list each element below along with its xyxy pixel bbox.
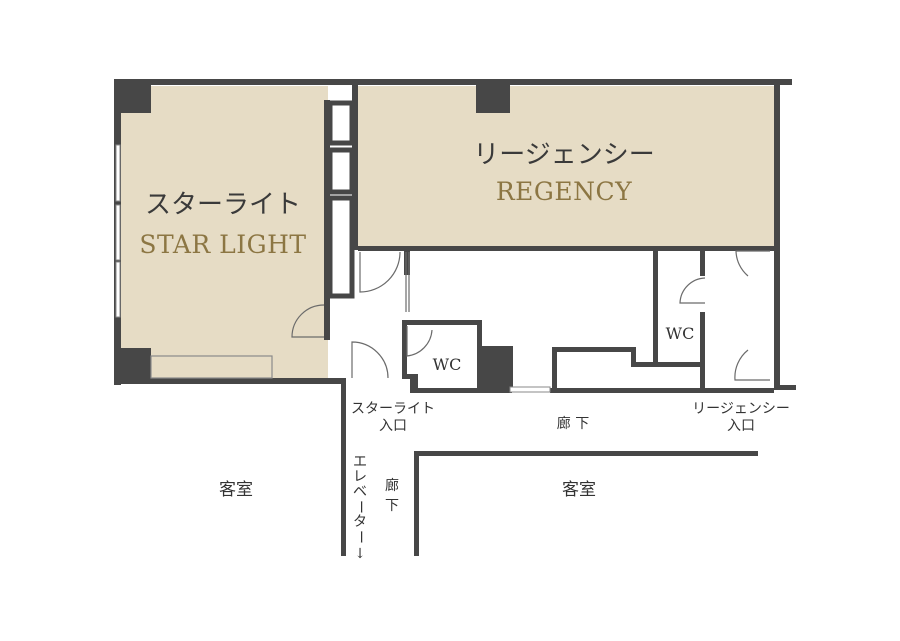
regency-entrance-label: リージェンシー	[692, 401, 790, 417]
starlight-name-en: STAR LIGHT	[139, 230, 306, 259]
pillars	[121, 85, 513, 392]
elevator-label: エ レ ベ ー タ ー ↓	[352, 454, 368, 562]
doors	[291, 250, 770, 381]
guest-room-right-label: 客室	[562, 480, 596, 500]
regency-room	[358, 86, 774, 246]
corridor-label: 廊 下	[557, 415, 589, 432]
regency-name-jp: リージェンシー	[473, 140, 654, 170]
elevator-char-4: ー	[352, 500, 368, 514]
starlight-name-jp: スターライト	[145, 190, 301, 220]
starlight-entrance-label: スターライト	[351, 401, 435, 417]
elevator-arrow-icon: ↓	[354, 546, 366, 562]
elevator-char-6: ー	[352, 530, 368, 544]
wc-right-label: WC	[666, 324, 695, 343]
starlight-room	[121, 86, 328, 378]
elevator-char-5: タ	[353, 514, 367, 530]
elevator-char-3: ベ	[353, 484, 367, 500]
elevator-char-2: レ	[353, 469, 367, 485]
stage-counter	[150, 355, 273, 379]
regency-entrance-label-line2: 入口	[727, 418, 755, 434]
elevator-char-1: エ	[353, 454, 367, 470]
windows	[115, 144, 551, 393]
regency-name-en: REGENCY	[496, 177, 632, 206]
corridor-vertical-char-1: 廊	[385, 477, 399, 494]
starlight-entrance-label-line2: 入口	[379, 418, 407, 434]
corridor-vertical-char-2: 下	[385, 498, 399, 514]
guest-room-left-label: 客室	[219, 480, 253, 500]
storage-cells	[327, 100, 355, 299]
wc-left-label: WC	[433, 355, 462, 374]
